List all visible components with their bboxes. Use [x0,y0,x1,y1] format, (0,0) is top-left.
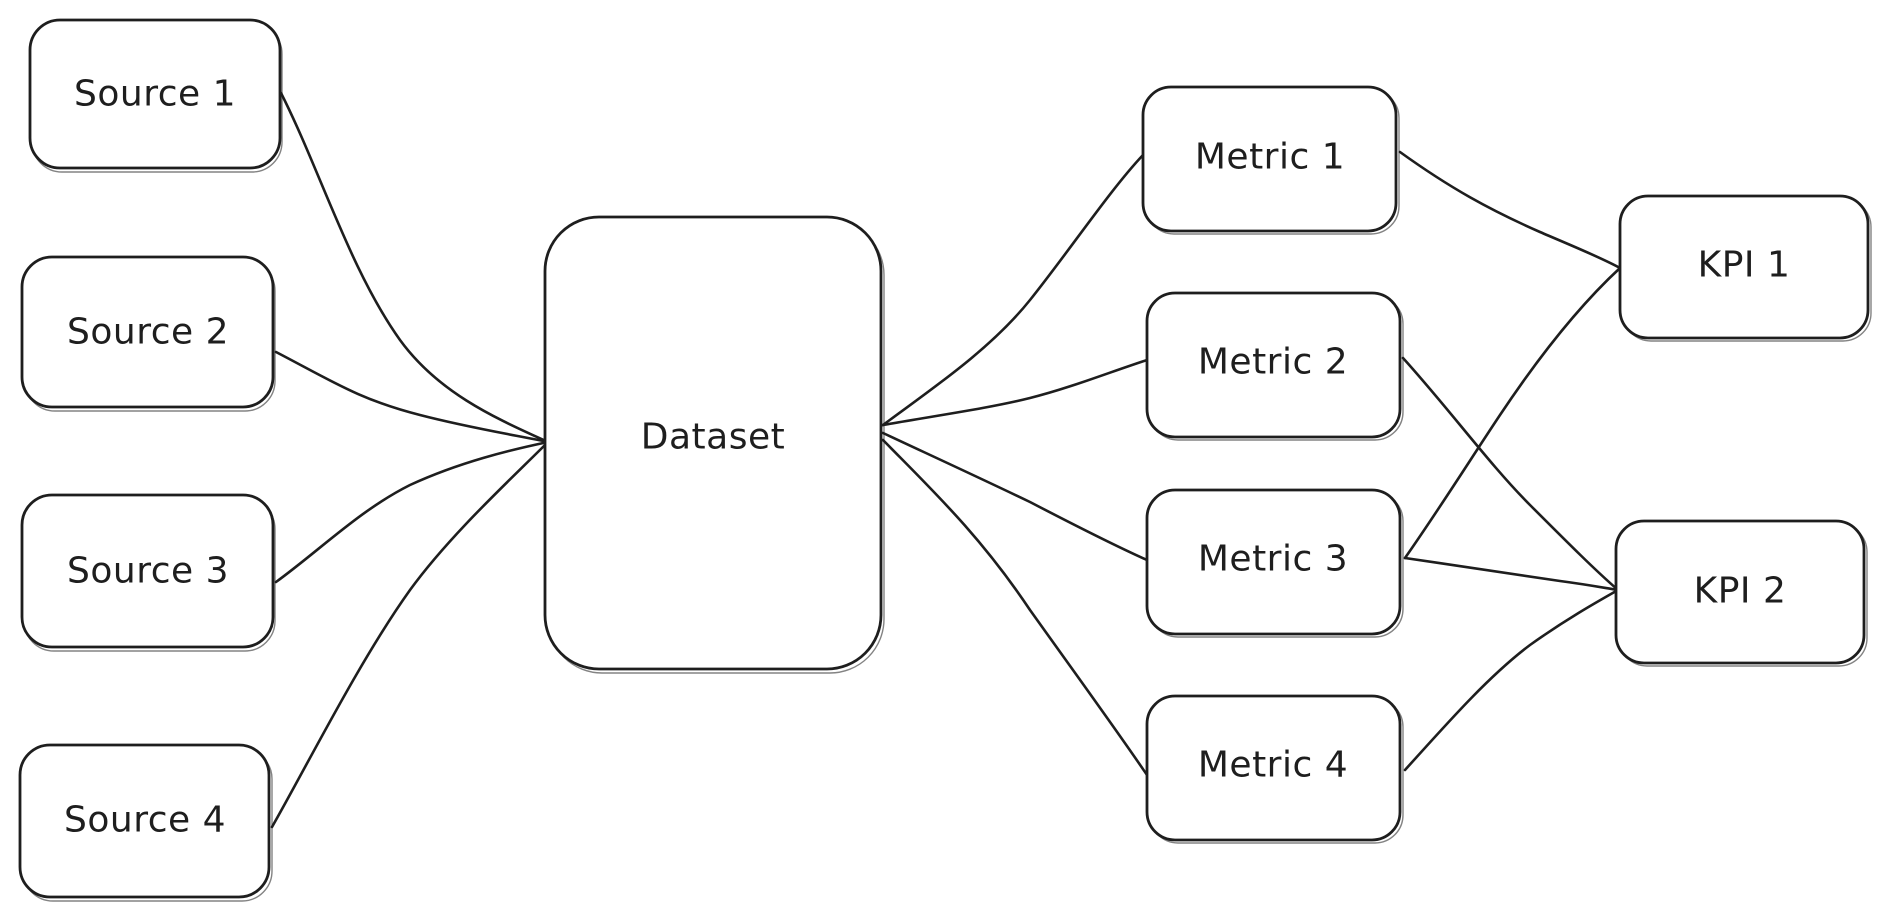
edge-source-4-to-dataset [270,440,550,829]
edge-metric-4-to-kpi-2 [1403,588,1620,772]
node-kpi-1[interactable]: KPI 1 [1618,194,1872,342]
node-source-2[interactable]: Source 2 [20,255,276,412]
node-metric-3[interactable]: Metric 3 [1145,488,1404,638]
edge-dataset-to-metric-4 [881,438,1149,777]
node-kpi-2-label: KPI 2 [1694,571,1787,612]
edge-source-2-to-dataset [274,350,550,444]
node-source-2-label: Source 2 [67,312,229,353]
edge-dataset-to-metric-1 [881,153,1145,427]
node-source-4[interactable]: Source 4 [18,743,273,902]
edge-metric-3-to-kpi-1 [1403,266,1622,560]
edge-source-1-to-dataset [279,91,550,444]
edge-metric-1-to-kpi-1 [1398,150,1622,270]
edge-metric-3-to-kpi-2 [1403,556,1620,592]
node-dataset[interactable]: Dataset [543,215,885,674]
node-kpi-2[interactable]: KPI 2 [1614,519,1868,667]
node-metric-1-label: Metric 1 [1195,137,1345,178]
node-metric-1[interactable]: Metric 1 [1141,85,1400,235]
edge-dataset-to-metric-3 [881,431,1149,562]
edge-source-3-to-dataset [274,440,550,584]
node-dataset-label: Dataset [641,417,785,458]
node-source-4-label: Source 4 [64,800,226,841]
edge-metric-2-to-kpi-2 [1401,356,1620,592]
node-source-3-label: Source 3 [67,551,229,592]
node-metric-3-label: Metric 3 [1198,539,1348,580]
edges [270,91,1622,829]
node-kpi-1-label: KPI 1 [1698,245,1791,286]
edge-dataset-to-metric-2 [881,358,1149,427]
node-metric-4-label: Metric 4 [1198,745,1348,786]
node-metric-2-label: Metric 2 [1198,342,1348,383]
node-source-1-label: Source 1 [74,74,236,115]
node-metric-4[interactable]: Metric 4 [1145,694,1404,844]
node-metric-2[interactable]: Metric 2 [1145,291,1404,441]
node-source-3[interactable]: Source 3 [20,493,276,652]
node-source-1[interactable]: Source 1 [28,18,283,173]
